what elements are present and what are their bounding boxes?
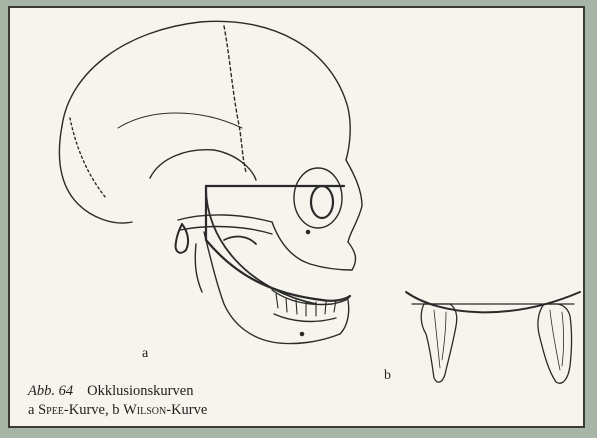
figure-number: Abb. 64 [28,383,73,399]
panel-a-label: a [142,346,148,362]
caption-line-1: Abb. 64 Okklusionskurven [28,382,207,401]
teeth-drawing [406,292,580,383]
caption-line-2: a Spee-Kurve, b Wilson-Kurve [28,401,207,420]
figure-caption: Abb. 64 Okklusionskurven a Spee-Kurve, b … [28,382,207,420]
figure-illustration [10,8,583,426]
caption-part-b: -Kurve, b [64,402,123,418]
caption-part-a: a [28,402,38,418]
caption-wilson: Wilson [123,402,166,418]
skull-drawing [59,21,362,343]
spee-curve [206,186,350,304]
panel-b-label: b [384,368,391,384]
caption-part-c: -Kurve [166,402,207,418]
caption-title: Okklusionskurven [87,383,193,399]
caption-spee: Spee [38,402,64,418]
